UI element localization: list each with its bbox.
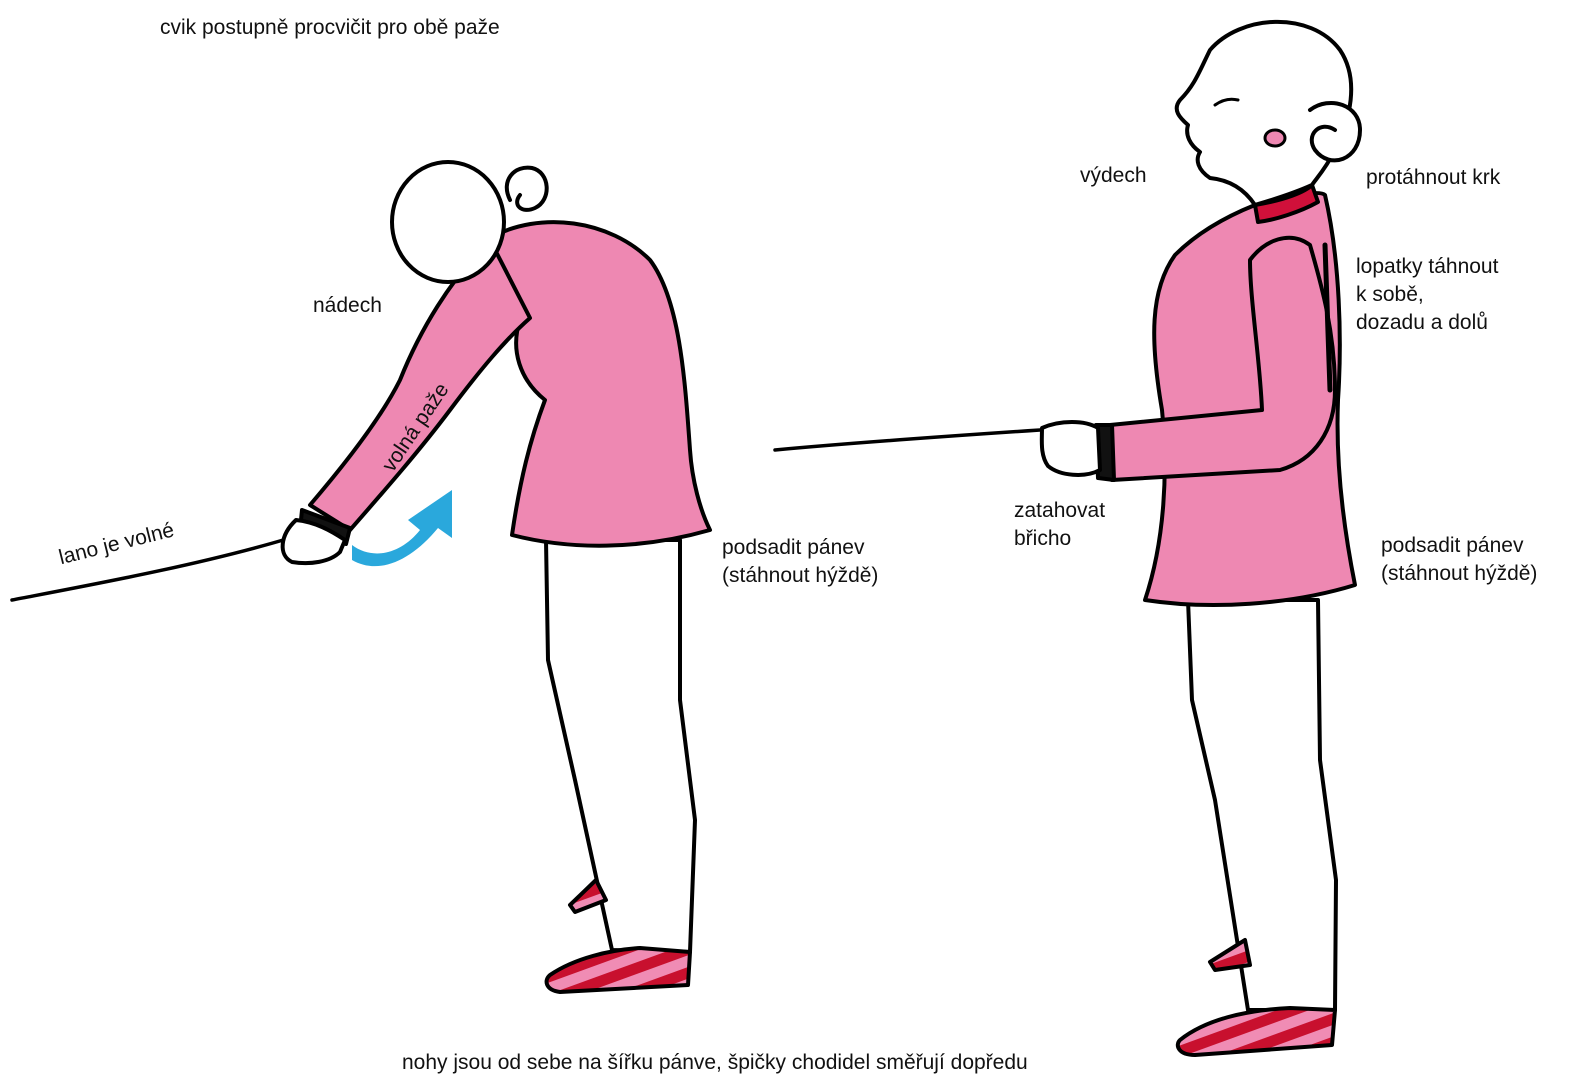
left-shirt [490, 222, 710, 546]
bent-forward-figure [12, 162, 710, 992]
top-note: cvik postupně procvičit pro obě paže [160, 14, 500, 42]
right-back-sock [1210, 940, 1250, 970]
left-back-sock [570, 880, 606, 912]
shoulder-blades-line1: lopatky táhnout [1356, 253, 1498, 281]
taut-rope [775, 430, 1040, 450]
stretch-neck-label: protáhnout krk [1366, 164, 1500, 192]
left-bun [507, 168, 547, 210]
shoulder-blades-line2: k sobě, [1356, 281, 1424, 309]
belly-line2: břicho [1014, 525, 1071, 553]
right-hand [1042, 422, 1100, 475]
right-front-sock [1178, 1008, 1335, 1055]
pelvis-left-line2: (stáhnout hýždě) [722, 562, 878, 590]
right-trousers [1188, 600, 1336, 1010]
exhale-label: výdech [1080, 162, 1147, 190]
pelvis-right-line1: podsadit pánev [1381, 532, 1523, 560]
right-bun [1310, 103, 1360, 160]
shoulder-blades-line3: dozadu a dolů [1356, 309, 1488, 337]
inhale-label: nádech [313, 292, 382, 320]
left-head [392, 162, 504, 282]
pelvis-right-line2: (stáhnout hýždě) [1381, 560, 1537, 588]
left-free-arm [310, 240, 530, 530]
left-front-sock [547, 948, 690, 992]
pelvis-left-line1: podsadit pánev [722, 534, 864, 562]
right-cheek [1265, 130, 1285, 146]
left-trousers [546, 540, 695, 952]
belly-line1: zatahovat [1014, 497, 1105, 525]
bottom-note: nohy jsou od sebe na šířku pánve, špičky… [402, 1049, 1028, 1077]
